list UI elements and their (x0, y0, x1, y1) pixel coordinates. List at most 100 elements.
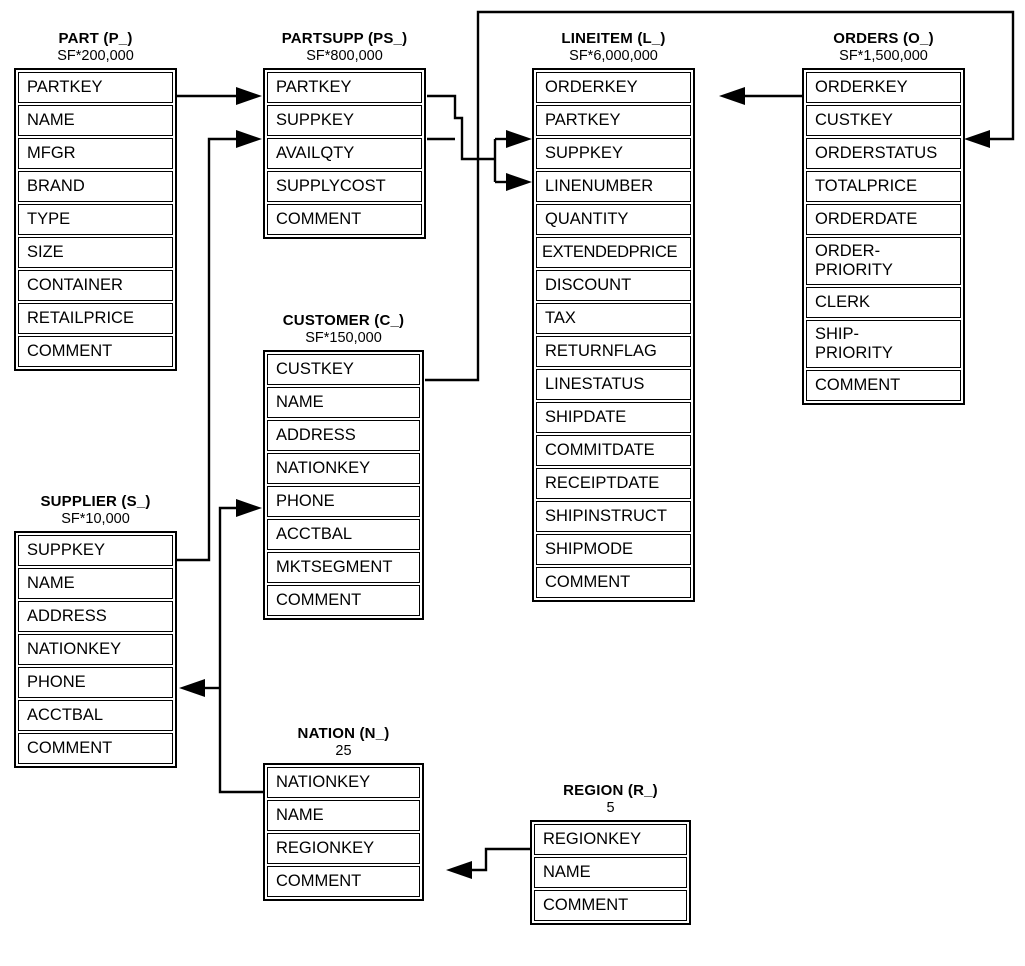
column-customer-custkey: CUSTKEY (267, 354, 420, 385)
column-partsupp-comment: COMMENT (267, 204, 422, 235)
column-orders-custkey: CUSTKEY (806, 105, 961, 136)
column-supplier-suppkey: SUPPKEY (18, 535, 173, 566)
column-supplier-comment: COMMENT (18, 733, 173, 764)
entity-partsupp: PARTSUPP (PS_) SF*800,000 PARTKEY SUPPKE… (263, 30, 426, 239)
entity-nation: NATION (N_) 25 NATIONKEY NAME REGIONKEY … (263, 725, 424, 901)
column-partsupp-availqty: AVAILQTY (267, 138, 422, 169)
entity-orders-cardinality: SF*1,500,000 (839, 48, 928, 64)
entity-lineitem: LINEITEM (L_) SF*6,000,000 ORDERKEY PART… (532, 30, 695, 602)
column-customer-name: NAME (267, 387, 420, 418)
column-supplier-name: NAME (18, 568, 173, 599)
entity-supplier: SUPPLIER (S_) SF*10,000 SUPPKEY NAME ADD… (14, 493, 177, 768)
column-customer-acctbal: ACCTBAL (267, 519, 420, 550)
entity-nation-cardinality: 25 (335, 743, 352, 759)
entity-customer-cardinality: SF*150,000 (305, 330, 382, 346)
column-customer-comment: COMMENT (267, 585, 420, 616)
entity-orders-title: ORDERS (O_) (833, 30, 934, 47)
column-orders-clerk: CLERK (806, 287, 961, 318)
column-part-comment: COMMENT (18, 336, 173, 367)
column-part-retailprice: RETAILPRICE (18, 303, 173, 334)
entity-nation-title: NATION (N_) (297, 725, 390, 742)
column-region-comment: COMMENT (534, 890, 687, 921)
connector-region-to-nation (446, 847, 531, 879)
entity-partsupp-cardinality: SF*800,000 (306, 48, 383, 64)
column-lineitem-comment: COMMENT (536, 567, 691, 598)
column-lineitem-extendedprice: EXTENDEDPRICE (536, 237, 691, 268)
column-lineitem-partkey: PARTKEY (536, 105, 691, 136)
entity-lineitem-title: LINEITEM (L_) (561, 30, 666, 47)
column-partsupp-suppkey: SUPPKEY (267, 105, 422, 136)
column-orders-orderpriority: ORDER- PRIORITY (806, 237, 961, 285)
column-nation-regionkey: REGIONKEY (267, 833, 420, 864)
column-region-name: NAME (534, 857, 687, 888)
column-customer-mktsegment: MKTSEGMENT (267, 552, 420, 583)
column-lineitem-commitdate: COMMITDATE (536, 435, 691, 466)
entity-part-box: PARTKEY NAME MFGR BRAND TYPE SIZE CONTAI… (14, 68, 177, 371)
column-nation-name: NAME (267, 800, 420, 831)
entity-supplier-cardinality: SF*10,000 (61, 511, 130, 527)
entity-region-cardinality: 5 (606, 800, 615, 816)
column-supplier-address: ADDRESS (18, 601, 173, 632)
column-lineitem-receiptdate: RECEIPTDATE (536, 468, 691, 499)
connector-orders-to-lineitem (719, 87, 803, 105)
column-supplier-nationkey: NATIONKEY (18, 634, 173, 665)
column-part-name: NAME (18, 105, 173, 136)
entity-lineitem-cardinality: SF*6,000,000 (569, 48, 658, 64)
column-orders-totalprice: TOTALPRICE (806, 171, 961, 202)
entity-part-title: PART (P_) (58, 30, 133, 47)
entity-customer-title: CUSTOMER (C_) (282, 312, 405, 329)
column-nation-comment: COMMENT (267, 866, 420, 897)
column-lineitem-discount: DISCOUNT (536, 270, 691, 301)
entity-lineitem-box: ORDERKEY PARTKEY SUPPKEY LINENUMBER QUAN… (532, 68, 695, 602)
connector-nation-to-customer (218, 499, 264, 794)
entity-part-cardinality: SF*200,000 (57, 48, 134, 64)
column-part-container: CONTAINER (18, 270, 173, 301)
column-customer-phone: PHONE (267, 486, 420, 517)
connector-nation-to-supplier (179, 679, 220, 697)
entity-region-box: REGIONKEY NAME COMMENT (530, 820, 691, 925)
connector-supplier-to-partsupp (177, 130, 262, 562)
entity-partsupp-title: PARTSUPP (PS_) (281, 30, 408, 47)
column-customer-address: ADDRESS (267, 420, 420, 451)
column-orders-orderkey: ORDERKEY (806, 72, 961, 103)
column-partsupp-supplycost: SUPPLYCOST (267, 171, 422, 202)
entity-supplier-title: SUPPLIER (S_) (40, 493, 151, 510)
column-supplier-phone: PHONE (18, 667, 173, 698)
column-part-size: SIZE (18, 237, 173, 268)
column-lineitem-shipdate: SHIPDATE (536, 402, 691, 433)
column-part-brand: BRAND (18, 171, 173, 202)
column-orders-orderstatus: ORDERSTATUS (806, 138, 961, 169)
column-lineitem-shipinstruct: SHIPINSTRUCT (536, 501, 691, 532)
entity-orders: ORDERS (O_) SF*1,500,000 ORDERKEY CUSTKE… (802, 30, 965, 405)
column-part-mfgr: MFGR (18, 138, 173, 169)
connector-partsupp-to-lineitem (427, 94, 532, 191)
entity-customer: CUSTOMER (C_) SF*150,000 CUSTKEY NAME AD… (263, 312, 424, 620)
column-orders-shippriority: SHIP- PRIORITY (806, 320, 961, 368)
column-region-regionkey: REGIONKEY (534, 824, 687, 855)
column-lineitem-linenumber: LINENUMBER (536, 171, 691, 202)
column-orders-orderdate: ORDERDATE (806, 204, 961, 235)
entity-nation-box: NATIONKEY NAME REGIONKEY COMMENT (263, 763, 424, 901)
connector-part-to-partsupp (177, 87, 262, 105)
column-part-type: TYPE (18, 204, 173, 235)
column-lineitem-returnflag: RETURNFLAG (536, 336, 691, 367)
column-partsupp-partkey: PARTKEY (267, 72, 422, 103)
column-lineitem-suppkey: SUPPKEY (536, 138, 691, 169)
column-lineitem-orderkey: ORDERKEY (536, 72, 691, 103)
entity-part: PART (P_) SF*200,000 PARTKEY NAME MFGR B… (14, 30, 177, 371)
entity-partsupp-box: PARTKEY SUPPKEY AVAILQTY SUPPLYCOST COMM… (263, 68, 426, 239)
entity-customer-box: CUSTKEY NAME ADDRESS NATIONKEY PHONE ACC… (263, 350, 424, 620)
entity-orders-box: ORDERKEY CUSTKEY ORDERSTATUS TOTALPRICE … (802, 68, 965, 405)
column-customer-nationkey: NATIONKEY (267, 453, 420, 484)
column-lineitem-shipmode: SHIPMODE (536, 534, 691, 565)
column-part-partkey: PARTKEY (18, 72, 173, 103)
column-lineitem-linestatus: LINESTATUS (536, 369, 691, 400)
entity-region: REGION (R_) 5 REGIONKEY NAME COMMENT (530, 782, 691, 925)
entity-region-title: REGION (R_) (563, 782, 658, 799)
column-orders-comment: COMMENT (806, 370, 961, 401)
column-nation-nationkey: NATIONKEY (267, 767, 420, 798)
column-lineitem-tax: TAX (536, 303, 691, 334)
column-supplier-acctbal: ACCTBAL (18, 700, 173, 731)
entity-supplier-box: SUPPKEY NAME ADDRESS NATIONKEY PHONE ACC… (14, 531, 177, 768)
